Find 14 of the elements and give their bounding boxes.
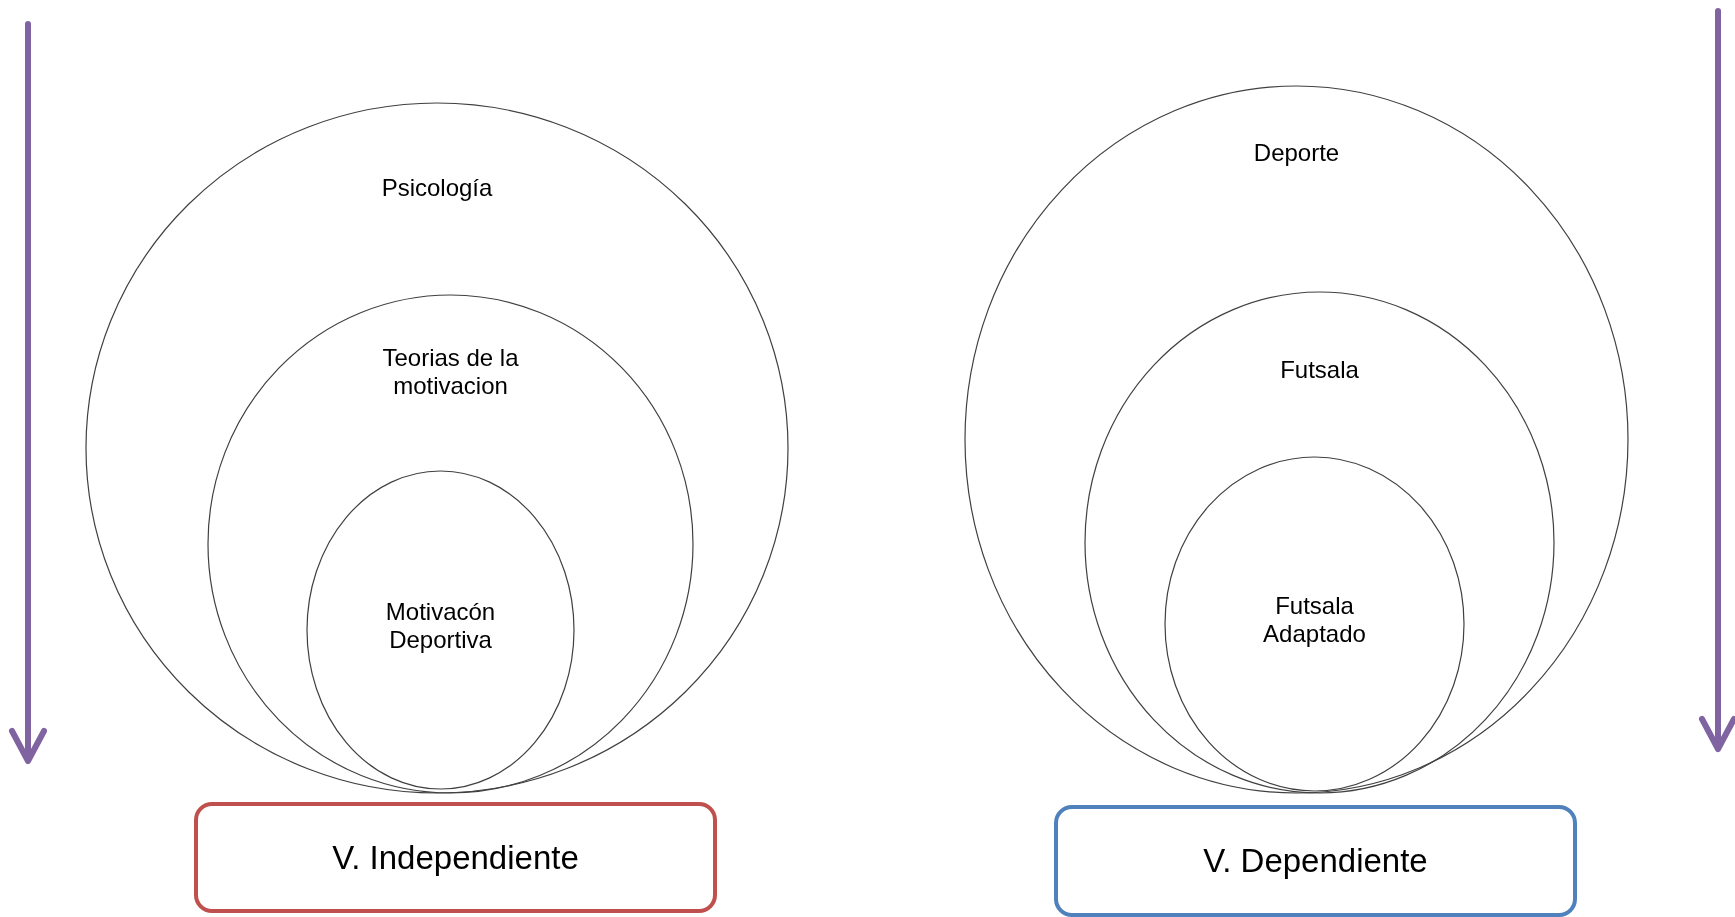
circle [1164, 456, 1465, 792]
circle [207, 294, 694, 794]
circle [1084, 291, 1555, 794]
circle-label: Deporte [1252, 139, 1341, 167]
circle-label: Motivacón Deportiva [384, 598, 497, 654]
circle [85, 102, 789, 794]
variable-box: V. Dependiente [1054, 805, 1577, 917]
circle-label: Futsala Adaptado [1262, 592, 1367, 648]
circle [964, 85, 1629, 794]
circle [306, 470, 575, 790]
circle-label: Psicología [380, 174, 494, 202]
circle-label: Teorias de la motivacion [381, 344, 520, 400]
circle-label: Futsala [1279, 356, 1360, 384]
variable-box: V. Independiente [194, 802, 717, 913]
